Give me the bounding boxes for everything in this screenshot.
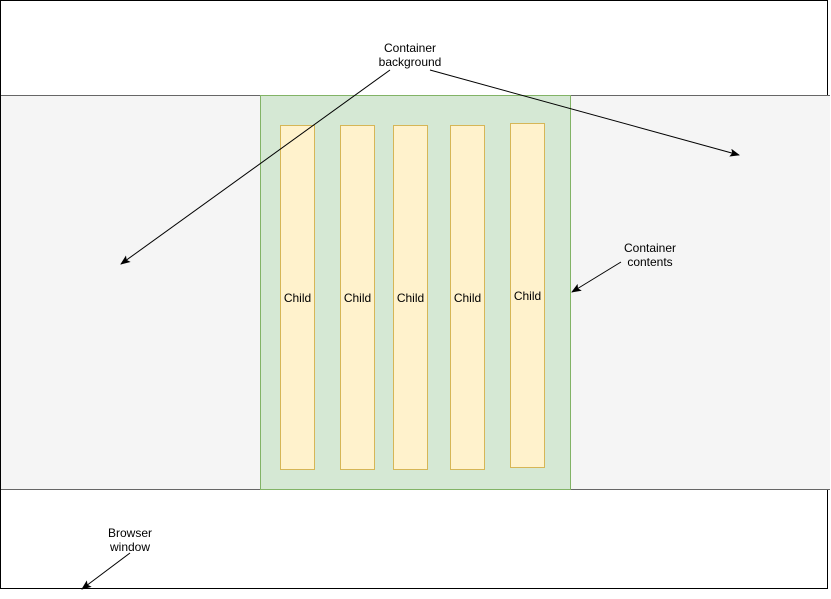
arrow-to-container xyxy=(571,261,622,293)
child-label: Child xyxy=(513,288,542,303)
container-contents-label: Container contents xyxy=(623,241,677,269)
browser-window-label: Browser window xyxy=(107,526,152,554)
child-box: Child xyxy=(393,125,428,470)
arrow-to-left-background xyxy=(120,69,391,265)
child-box: Child xyxy=(340,125,375,470)
arrow-to-right-background xyxy=(429,69,740,157)
container-background-label: Container background xyxy=(378,41,442,69)
child-label: Child xyxy=(396,290,425,305)
child-box: Child xyxy=(280,125,315,470)
arrow-to-browser-window xyxy=(81,552,131,590)
child-box: Child xyxy=(510,123,545,468)
child-label: Child xyxy=(283,290,312,305)
child-box: Child xyxy=(450,125,485,470)
child-label: Child xyxy=(343,290,372,305)
child-label: Child xyxy=(453,290,482,305)
